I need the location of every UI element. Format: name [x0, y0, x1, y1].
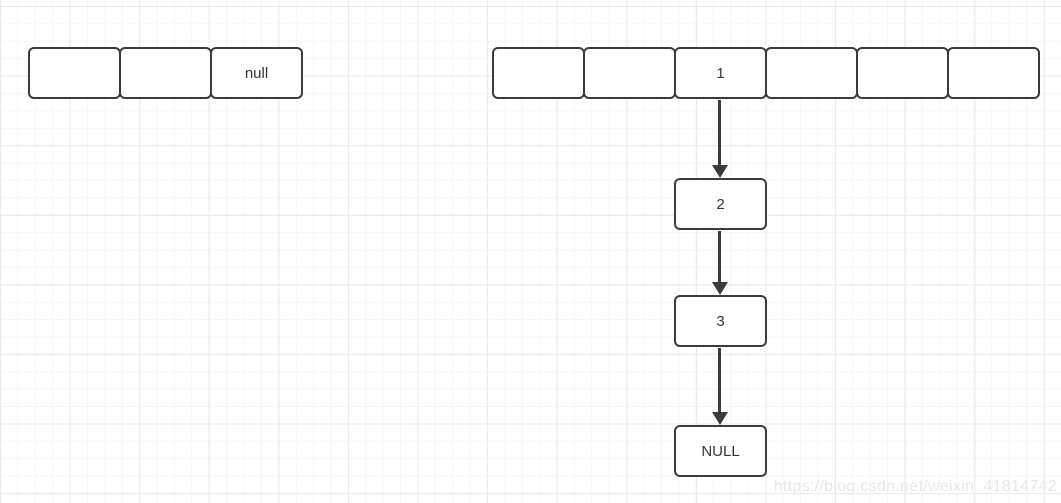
array-right: 1 [492, 47, 1040, 99]
arrow-down-connector-2 [711, 231, 728, 295]
array-left-cell-1 [119, 47, 212, 99]
array-right-cell-1 [583, 47, 676, 99]
array-right-cell-1-value: 1 [674, 47, 767, 99]
arrow-shaft [718, 348, 721, 412]
array-right-cell-5 [947, 47, 1040, 99]
chain-node-3: 3 [674, 295, 767, 347]
arrow-head-icon [711, 412, 728, 425]
array-left-cell-0 [28, 47, 121, 99]
arrow-head-icon [711, 165, 728, 178]
arrow-head-icon [711, 282, 728, 295]
chain-node-2: 2 [674, 178, 767, 230]
array-left-cell-null: null [210, 47, 303, 99]
arrow-shaft [718, 231, 721, 282]
array-left: null [28, 47, 303, 99]
arrow-shaft [718, 100, 721, 165]
array-right-cell-4 [856, 47, 949, 99]
array-right-cell-3 [765, 47, 858, 99]
watermark-text: https://blog.csdn.net/weixin_41814742 [773, 478, 1057, 495]
chain-node-null: NULL [674, 425, 767, 477]
arrow-down-connector-3 [711, 348, 728, 425]
arrow-down-connector-1 [711, 100, 728, 178]
array-right-cell-0 [492, 47, 585, 99]
